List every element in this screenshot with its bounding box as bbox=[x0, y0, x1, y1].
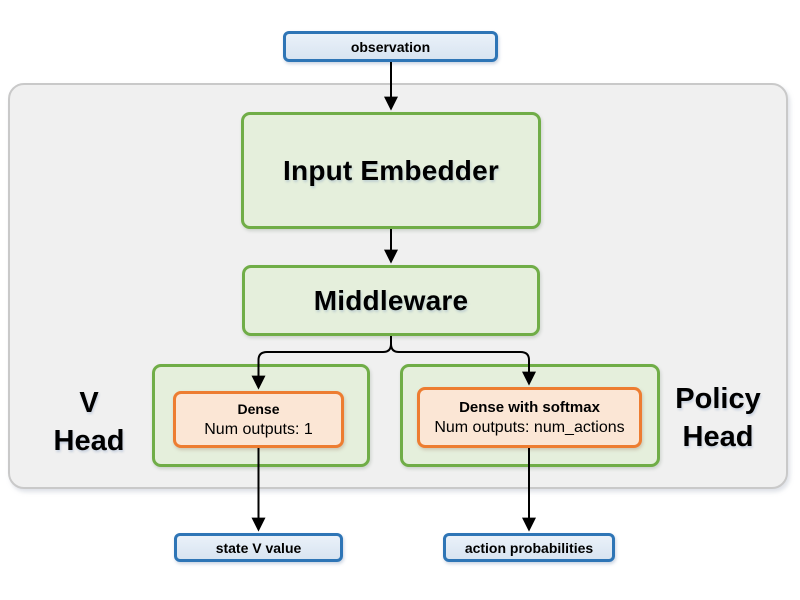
node-action-probabilities: action probabilities bbox=[443, 533, 615, 562]
node-input-embedder-label: Input Embedder bbox=[283, 154, 499, 186]
node-middleware: Middleware bbox=[242, 265, 540, 336]
node-v-dense-title: Dense bbox=[237, 400, 280, 417]
node-action-probabilities-label: action probabilities bbox=[464, 539, 594, 556]
node-state-v-value: state V value bbox=[174, 533, 343, 562]
v-head-label-line2: Head bbox=[53, 425, 125, 457]
policy-head-label-line2: Head bbox=[682, 421, 754, 453]
v-head-label-line1: V bbox=[79, 387, 99, 419]
node-v-dense: Dense Num outputs: 1 bbox=[173, 391, 344, 448]
node-input-embedder: Input Embedder bbox=[241, 112, 541, 229]
node-observation-label: observation bbox=[350, 38, 431, 55]
node-state-v-value-label: state V value bbox=[215, 539, 302, 556]
node-policy-dense-title: Dense with softmax bbox=[459, 398, 600, 416]
node-observation: observation bbox=[283, 31, 498, 62]
node-middleware-label: Middleware bbox=[313, 284, 469, 316]
policy-head-label-line1: Policy bbox=[675, 383, 761, 415]
policy-head-label: Policy Head bbox=[658, 380, 778, 456]
node-v-dense-subtitle: Num outputs: 1 bbox=[204, 420, 313, 438]
node-policy-dense-subtitle: Num outputs: num_actions bbox=[434, 418, 625, 436]
v-head-label: V Head bbox=[28, 384, 150, 460]
node-policy-dense: Dense with softmax Num outputs: num_acti… bbox=[417, 387, 642, 448]
